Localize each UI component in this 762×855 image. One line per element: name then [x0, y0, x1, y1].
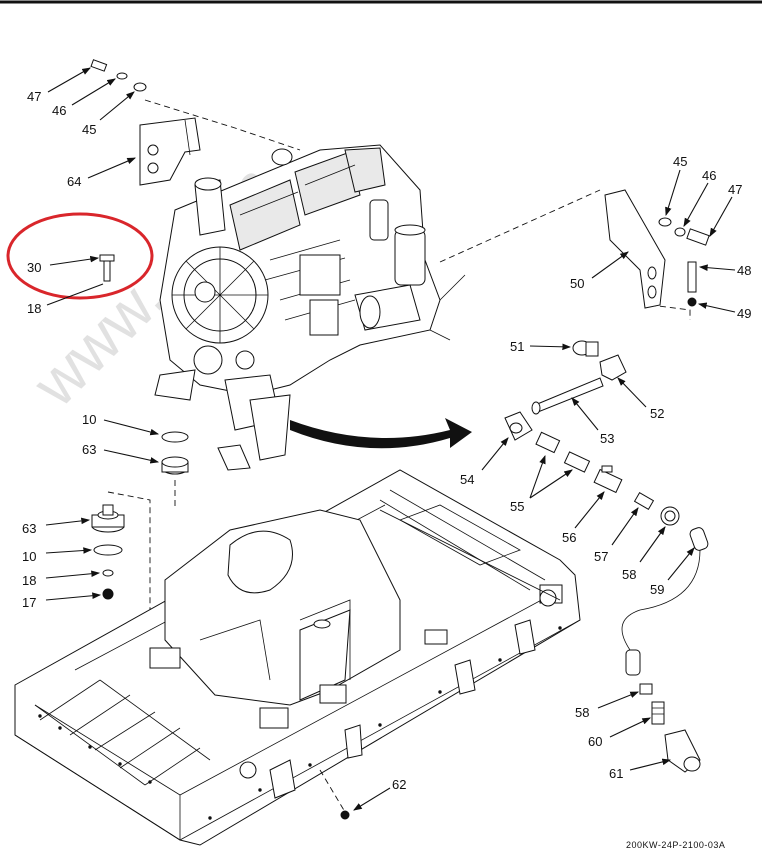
- fitting-60: [651, 701, 665, 725]
- callout-62: 62: [392, 777, 406, 792]
- callout-59: 59: [650, 582, 664, 597]
- fitting-57: [633, 491, 655, 511]
- leader-62: [319, 769, 346, 813]
- callout-30: 30: [27, 260, 41, 275]
- isolator-stack-upper: [161, 431, 189, 475]
- valve-56: [593, 465, 623, 494]
- callout-45-right: 45: [673, 154, 687, 169]
- callout-51: 51: [510, 339, 524, 354]
- callout-57: 57: [594, 549, 608, 564]
- fitting-51: [572, 340, 599, 357]
- isolator-stack-lower: [91, 504, 125, 600]
- callout-63-lower: 63: [22, 521, 36, 536]
- leader-isolator-frame: [107, 491, 151, 660]
- callout-46-left: 46: [52, 103, 66, 118]
- callout-47-right: 47: [728, 182, 742, 197]
- hose-53: [531, 377, 604, 415]
- bolt-30: [99, 254, 115, 282]
- callout-56: 56: [562, 530, 576, 545]
- callout-46-right: 46: [702, 168, 716, 183]
- fuel-line: [621, 549, 701, 651]
- engine-assembly: [154, 144, 466, 471]
- callout-45-left: 45: [82, 122, 96, 137]
- fitting-55b: [563, 451, 591, 473]
- callout-53: 53: [600, 431, 614, 446]
- callout-60: 60: [588, 734, 602, 749]
- hose-59: [689, 527, 709, 551]
- callout-17: 17: [22, 595, 36, 610]
- callout-10-upper: 10: [82, 412, 96, 427]
- callout-55: 55: [510, 499, 524, 514]
- callout-54: 54: [460, 472, 474, 487]
- callout-18-upper: 18: [27, 301, 41, 316]
- callout-48: 48: [737, 263, 751, 278]
- bolt-washer-set-top-left: [90, 59, 147, 92]
- callout-63-upper: 63: [82, 442, 96, 457]
- callout-58-lower: 58: [575, 705, 589, 720]
- generator-base-frame: [14, 469, 581, 846]
- callout-18-lower: 18: [22, 573, 36, 588]
- engine-bracket-50: [604, 189, 710, 309]
- elbow-52: [599, 354, 627, 381]
- callout-58-upper: 58: [622, 567, 636, 582]
- callout-47-left: 47: [27, 89, 41, 104]
- engine-bracket-64: [139, 117, 201, 186]
- nut-62: [340, 810, 350, 820]
- callout-50: 50: [570, 276, 584, 291]
- callout-52: 52: [650, 406, 664, 421]
- callout-61: 61: [609, 766, 623, 781]
- clamp-58b: [639, 683, 653, 695]
- hose-end-lower: [625, 649, 641, 676]
- drawing-code: 200KW-24P-2100-03A: [626, 840, 725, 850]
- callout-64: 64: [67, 174, 81, 189]
- highlight-circle: [6, 212, 154, 300]
- clamp-58a: [660, 506, 680, 526]
- callout-10-lower: 10: [22, 549, 36, 564]
- fitting-55a: [535, 431, 561, 454]
- leader-64-engine: [144, 99, 301, 151]
- adapter-54: [504, 411, 533, 441]
- direction-arrow: [290, 418, 472, 449]
- elbow-61: [664, 729, 701, 773]
- leader-engine-50: [439, 189, 601, 263]
- leader-50-49: [649, 304, 691, 320]
- callout-49: 49: [737, 306, 751, 321]
- callouts: 47 46 45 64 30 18 10 63 63 10 18 17: [22, 67, 751, 811]
